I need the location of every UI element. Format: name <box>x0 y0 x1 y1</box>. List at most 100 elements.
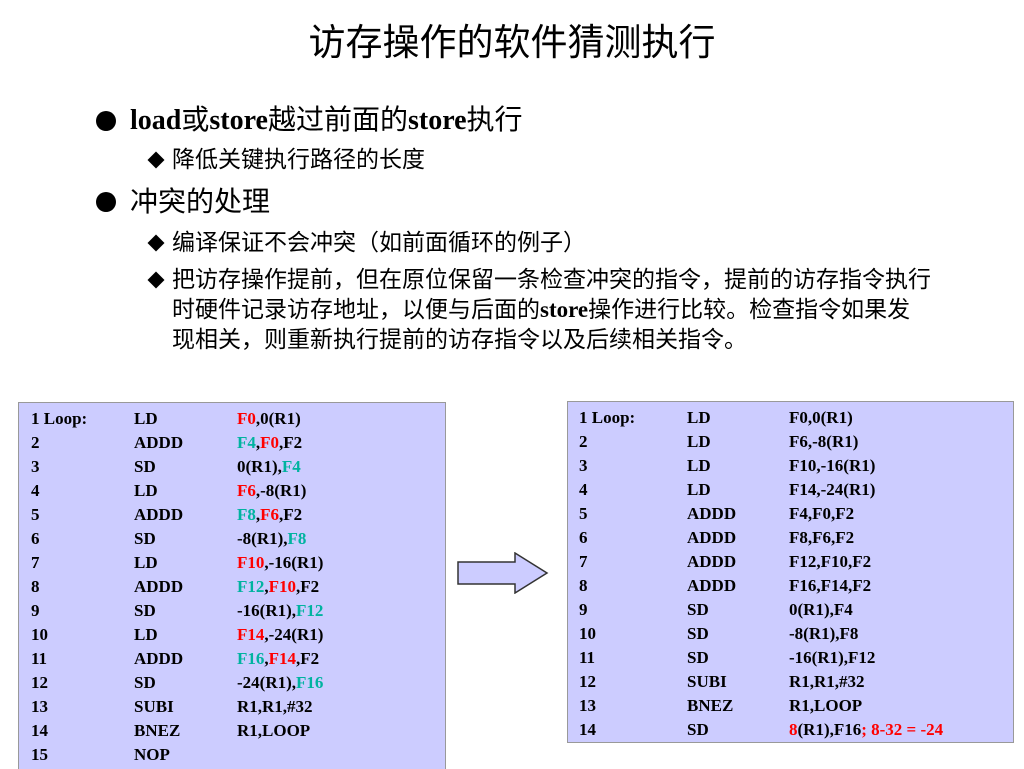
register-token: F6 <box>237 481 256 500</box>
operands: -16(R1),F12 <box>789 646 875 670</box>
register-token: F8 <box>287 529 307 548</box>
operands: F6,-8(R1) <box>237 479 306 503</box>
operand-text: F0,0(R1) <box>789 408 853 427</box>
register-token: 8 <box>789 720 798 739</box>
code-line: 4 LD F14,-24(R1) <box>568 478 1013 502</box>
opcode: SD <box>134 529 156 548</box>
register-token: F4 <box>237 433 256 452</box>
operand-text: F4,F0,F2 <box>789 504 855 523</box>
opcode: ADDD <box>687 528 737 547</box>
code-line: 2 LD F6,-8(R1) <box>568 430 1013 454</box>
code-line: 3 LD F10,-16(R1) <box>568 454 1013 478</box>
operands: 0(R1),F4 <box>237 455 301 479</box>
register-token: F16 <box>237 649 265 668</box>
operands: F16,F14,F2 <box>789 574 871 598</box>
operands: F0,0(R1) <box>789 406 853 430</box>
operands: F12,F10,F2 <box>789 550 871 574</box>
opcode: ADDD <box>687 504 737 523</box>
bullet-conflict-handling: 冲突的处理 <box>96 184 270 220</box>
line-number: 3 <box>31 457 40 476</box>
line-number: 8 <box>31 577 40 596</box>
sub-bullet-hardware-check: 把访存操作提前，但在原位保留一条检查冲突的指令，提前的访存指令执行时硬件记录访存… <box>147 265 932 355</box>
register-token: F14 <box>268 649 297 668</box>
slide-title: 访存操作的软件猜测执行 <box>308 21 716 64</box>
register-token: F0 <box>237 409 256 428</box>
diamond-bullet-icon <box>147 151 165 169</box>
operand-text: ,-24(R1) <box>264 625 324 644</box>
opcode: LD <box>687 432 711 451</box>
opcode: ADDD <box>134 505 184 524</box>
opcode: LD <box>134 409 158 428</box>
line-number: 2 <box>579 432 588 451</box>
opcode: SD <box>687 624 709 643</box>
operand-text: ,F2 <box>296 649 320 668</box>
bullet-load-store: load或store越过前面的store执行 <box>96 102 523 139</box>
opcode: SD <box>134 601 156 620</box>
operand-text: R1,R1,#32 <box>789 672 865 691</box>
operand-text: F14,-24(R1) <box>789 480 876 499</box>
line-number: 14 <box>579 720 596 739</box>
line-number: 10 <box>579 624 596 643</box>
operands: F8,F6,F2 <box>237 503 302 527</box>
operand-text: -24(R1), <box>237 673 297 692</box>
code-line: 1 Loop: LD F0,0(R1) <box>568 406 1013 430</box>
operands: F10,-16(R1) <box>789 454 875 478</box>
register-token: F6 <box>260 505 280 524</box>
line-number: 6 <box>31 529 40 548</box>
operands: F4,F0,F2 <box>237 431 302 455</box>
line-number: 3 <box>579 456 588 475</box>
operands: F16,F14,F2 <box>237 647 319 671</box>
register-token: F10 <box>237 553 265 572</box>
opcode: ADDD <box>134 433 184 452</box>
operand-text: , <box>264 649 269 668</box>
opcode: BNEZ <box>134 721 181 740</box>
operands: R1,LOOP <box>789 694 862 718</box>
register-token: F16 <box>296 673 324 692</box>
opcode: LD <box>134 553 158 572</box>
opcode: LD <box>687 456 711 475</box>
opcode: ADDD <box>687 552 737 571</box>
register-token: F14 <box>237 625 265 644</box>
line-number: 9 <box>579 600 588 619</box>
sub-bullet-compiler: 编译保证不会冲突（如前面循环的例子） <box>147 228 922 258</box>
operands: -16(R1),F12 <box>237 599 323 623</box>
line-number: 14 <box>31 721 48 740</box>
operand-text: -16(R1),F12 <box>789 648 876 667</box>
operand-text: ,0(R1) <box>255 409 301 428</box>
opcode: SD <box>687 600 709 619</box>
operand-text: ,F2 <box>296 577 320 596</box>
operands: R1,R1,#32 <box>237 695 313 719</box>
right-arrow-icon <box>457 552 549 594</box>
operands: F10,-16(R1) <box>237 551 323 575</box>
operand-text: F10,-16(R1) <box>789 456 876 475</box>
operands: R1,R1,#32 <box>789 670 865 694</box>
operands: R1,LOOP <box>237 719 310 743</box>
operand-text: F6,-8(R1) <box>789 432 859 451</box>
line-number: 12 <box>579 672 596 691</box>
line-number: 1 Loop: <box>579 408 636 427</box>
operand-text: F8,F6,F2 <box>789 528 855 547</box>
opcode: ADDD <box>687 576 737 595</box>
line-number: 4 <box>579 480 588 499</box>
operand-text: F12,F10,F2 <box>789 552 872 571</box>
line-number: 15 <box>31 745 48 764</box>
opcode: LD <box>687 408 711 427</box>
line-number: 13 <box>31 697 48 716</box>
opcode: LD <box>687 480 711 499</box>
line-number: 1 Loop: <box>31 409 88 428</box>
